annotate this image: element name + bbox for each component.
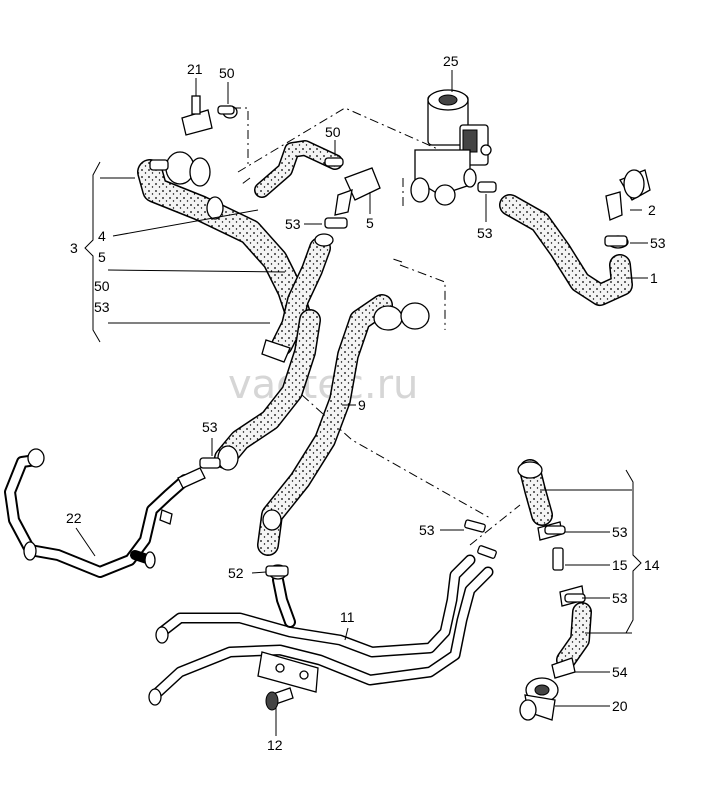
callout-5-a: 5	[366, 215, 374, 231]
part-20	[519, 677, 559, 721]
callout-20: 20	[612, 698, 628, 714]
hose-4	[137, 151, 313, 333]
callout-53-b: 53	[477, 225, 493, 241]
callout-53-g: 53	[612, 524, 628, 540]
braces	[84, 161, 642, 634]
callout-2: 2	[648, 202, 656, 218]
callout-1: 1	[650, 270, 658, 286]
callout-25: 25	[443, 53, 459, 69]
callout-21: 21	[187, 61, 203, 77]
assembly-lines	[232, 107, 521, 546]
callout-15: 15	[612, 557, 628, 573]
leader-lines	[75, 70, 648, 736]
callout-11: 11	[340, 609, 355, 625]
connector-2	[605, 169, 651, 221]
callout-53-h: 53	[612, 590, 628, 606]
callout-54: 54	[612, 664, 628, 680]
callout-53-a: 53	[650, 235, 666, 251]
bracket-with-bolt	[257, 651, 319, 711]
callout-50-c: 50	[94, 278, 110, 294]
callout-3: 3	[70, 240, 78, 256]
callout-12: 12	[267, 737, 283, 753]
callout-53-d: 53	[94, 299, 110, 315]
callout-53-f: 53	[419, 522, 435, 538]
callout-50-a: 50	[219, 65, 235, 81]
callout-5-b: 5	[98, 249, 106, 265]
callout-labels: 21 50 25 50 2 53 1 53 53 5 4 3 5 50 53 9…	[66, 53, 666, 753]
callout-53-c: 53	[285, 216, 301, 232]
callout-9: 9	[358, 397, 366, 413]
tee-connector-21	[181, 95, 238, 136]
callout-53-e: 53	[202, 419, 218, 435]
callout-52: 52	[228, 565, 244, 581]
hose-lower-left	[177, 309, 321, 489]
hose-group-14	[517, 459, 592, 679]
callout-22: 22	[66, 510, 82, 526]
hose-upper-middle	[254, 140, 381, 216]
callout-50-b: 50	[325, 124, 341, 140]
hose-9	[257, 294, 430, 556]
coolant-pipe-11	[148, 554, 494, 706]
clamps	[149, 105, 628, 603]
callout-14: 14	[644, 557, 660, 573]
watermark: vagtec.ru	[228, 362, 418, 408]
hose-5	[261, 233, 334, 363]
valve-25	[410, 89, 492, 206]
callout-4: 4	[98, 228, 106, 244]
coolant-pipe-22	[4, 448, 191, 578]
